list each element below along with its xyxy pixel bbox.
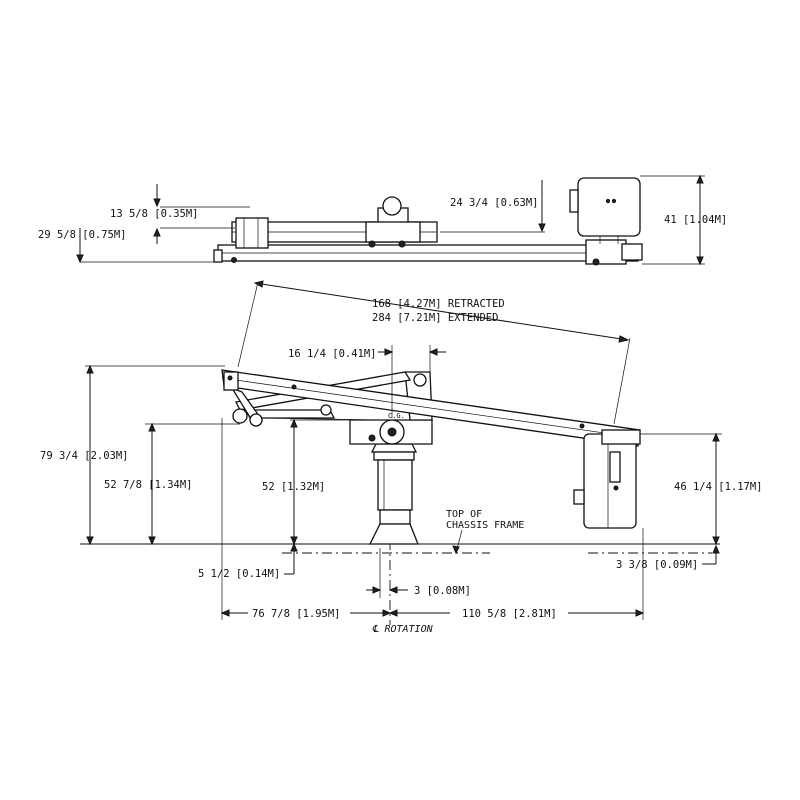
dim-cg-offset: 16 1/4 [0.41M] [288, 348, 377, 360]
dim-overall-height: 79 3/4 [2.03M] [40, 450, 129, 462]
dim-rear-reach: 76 7/8 [1.95M] [252, 608, 341, 620]
dim-top-left-upper: 13 5/8 [0.35M] [110, 208, 199, 220]
dim-basket-height: 46 1/4 [1.17M] [674, 481, 763, 493]
dim-top-right-inner: 24 3/4 [0.63M] [450, 197, 539, 209]
dim-rotation-offset: 3 [0.08M] [414, 585, 471, 597]
dim-top-right-outer: 41 [1.04M] [664, 214, 727, 226]
rotation-label: ℄ ROTATION [372, 624, 434, 635]
chassis-label-line2: CHASSIS FRAME [446, 520, 524, 531]
dimension-labels: 13 5/8 [0.35M] 29 5/8 [0.75M] 24 3/4 [0.… [38, 197, 763, 635]
dim-frame-offset-right: 3 3/8 [0.09M] [616, 559, 698, 571]
dim-pivot-height: 52 7/8 [1.34M] [104, 479, 193, 491]
dim-frame-offset-left: 5 1/2 [0.14M] [198, 568, 280, 580]
dim-front-reach: 110 5/8 [2.81M] [462, 608, 557, 620]
elevation-view [80, 280, 722, 625]
cg-label: C.G. [388, 412, 405, 420]
dim-top-left-lower: 29 5/8 [0.75M] [38, 229, 127, 241]
dim-boom-extended: 284 [7.21M] EXTENDED [372, 312, 498, 324]
plan-view [76, 174, 705, 266]
dim-boom-retracted: 168 [4.27M] RETRACTED [372, 298, 505, 310]
chassis-label-line1: TOP OF [446, 509, 482, 520]
dim-pedestal-height: 52 [1.32M] [262, 481, 325, 493]
